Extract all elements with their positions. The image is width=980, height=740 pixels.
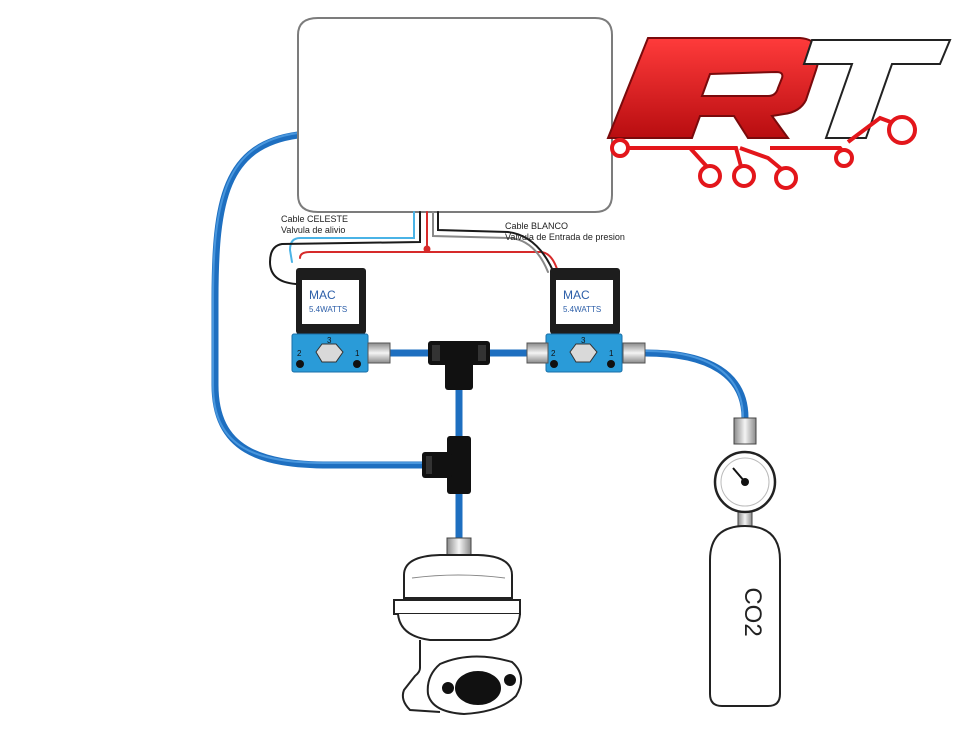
label-blanco-title: Cable BLANCO [505, 221, 569, 231]
solenoid-left-port3: 3 [327, 336, 332, 345]
co2-bottle: CO2 [709, 417, 781, 707]
wire-celeste [288, 211, 415, 263]
controller-box [297, 17, 613, 213]
solenoid-right-rating: 5.4WATTS [563, 305, 601, 314]
solenoid-left-port1: 1 [355, 349, 360, 358]
solenoid-left-port2: 2 [297, 349, 302, 358]
wastegate [393, 537, 523, 716]
tee-fitting-upper [428, 341, 490, 390]
wires [268, 211, 559, 285]
solenoid-right-brand: MAC [563, 288, 590, 302]
solenoid-right-port3: 3 [581, 336, 586, 345]
label-celeste-title: Cable CELESTE [281, 214, 349, 224]
rt-logo [606, 37, 952, 190]
tee-fitting-lower [422, 436, 471, 494]
label-celeste-desc: Valvula de alivio [281, 225, 346, 235]
solenoid-left-brand: MAC [309, 288, 336, 302]
solenoid-left: MAC 5.4WATTS 3 2 1 [291, 268, 391, 373]
label-blanco-desc: Valvula de Entrada de presion [505, 232, 625, 242]
label-blanco: Cable BLANCO Valvula de Entrada de presi… [505, 221, 625, 243]
solenoid-right: MAC 5.4WATTS 3 2 1 [526, 268, 646, 373]
hose-solenoid-to-co2 [641, 349, 749, 422]
hose-controller-to-lower-tee [211, 131, 429, 469]
co2-label: CO2 [739, 587, 766, 636]
wire-red-junction [423, 245, 431, 253]
wire-red [299, 211, 559, 273]
solenoid-left-rating: 5.4WATTS [309, 305, 347, 314]
hose-highlights [212, 132, 744, 464]
wire-black-left [268, 211, 421, 285]
solenoid-right-port1: 1 [609, 349, 614, 358]
wire-blanco [432, 211, 549, 273]
wire-black-right [437, 211, 557, 279]
label-celeste: Cable CELESTE Valvula de alivio [281, 214, 348, 236]
solenoid-right-port2: 2 [551, 349, 556, 358]
